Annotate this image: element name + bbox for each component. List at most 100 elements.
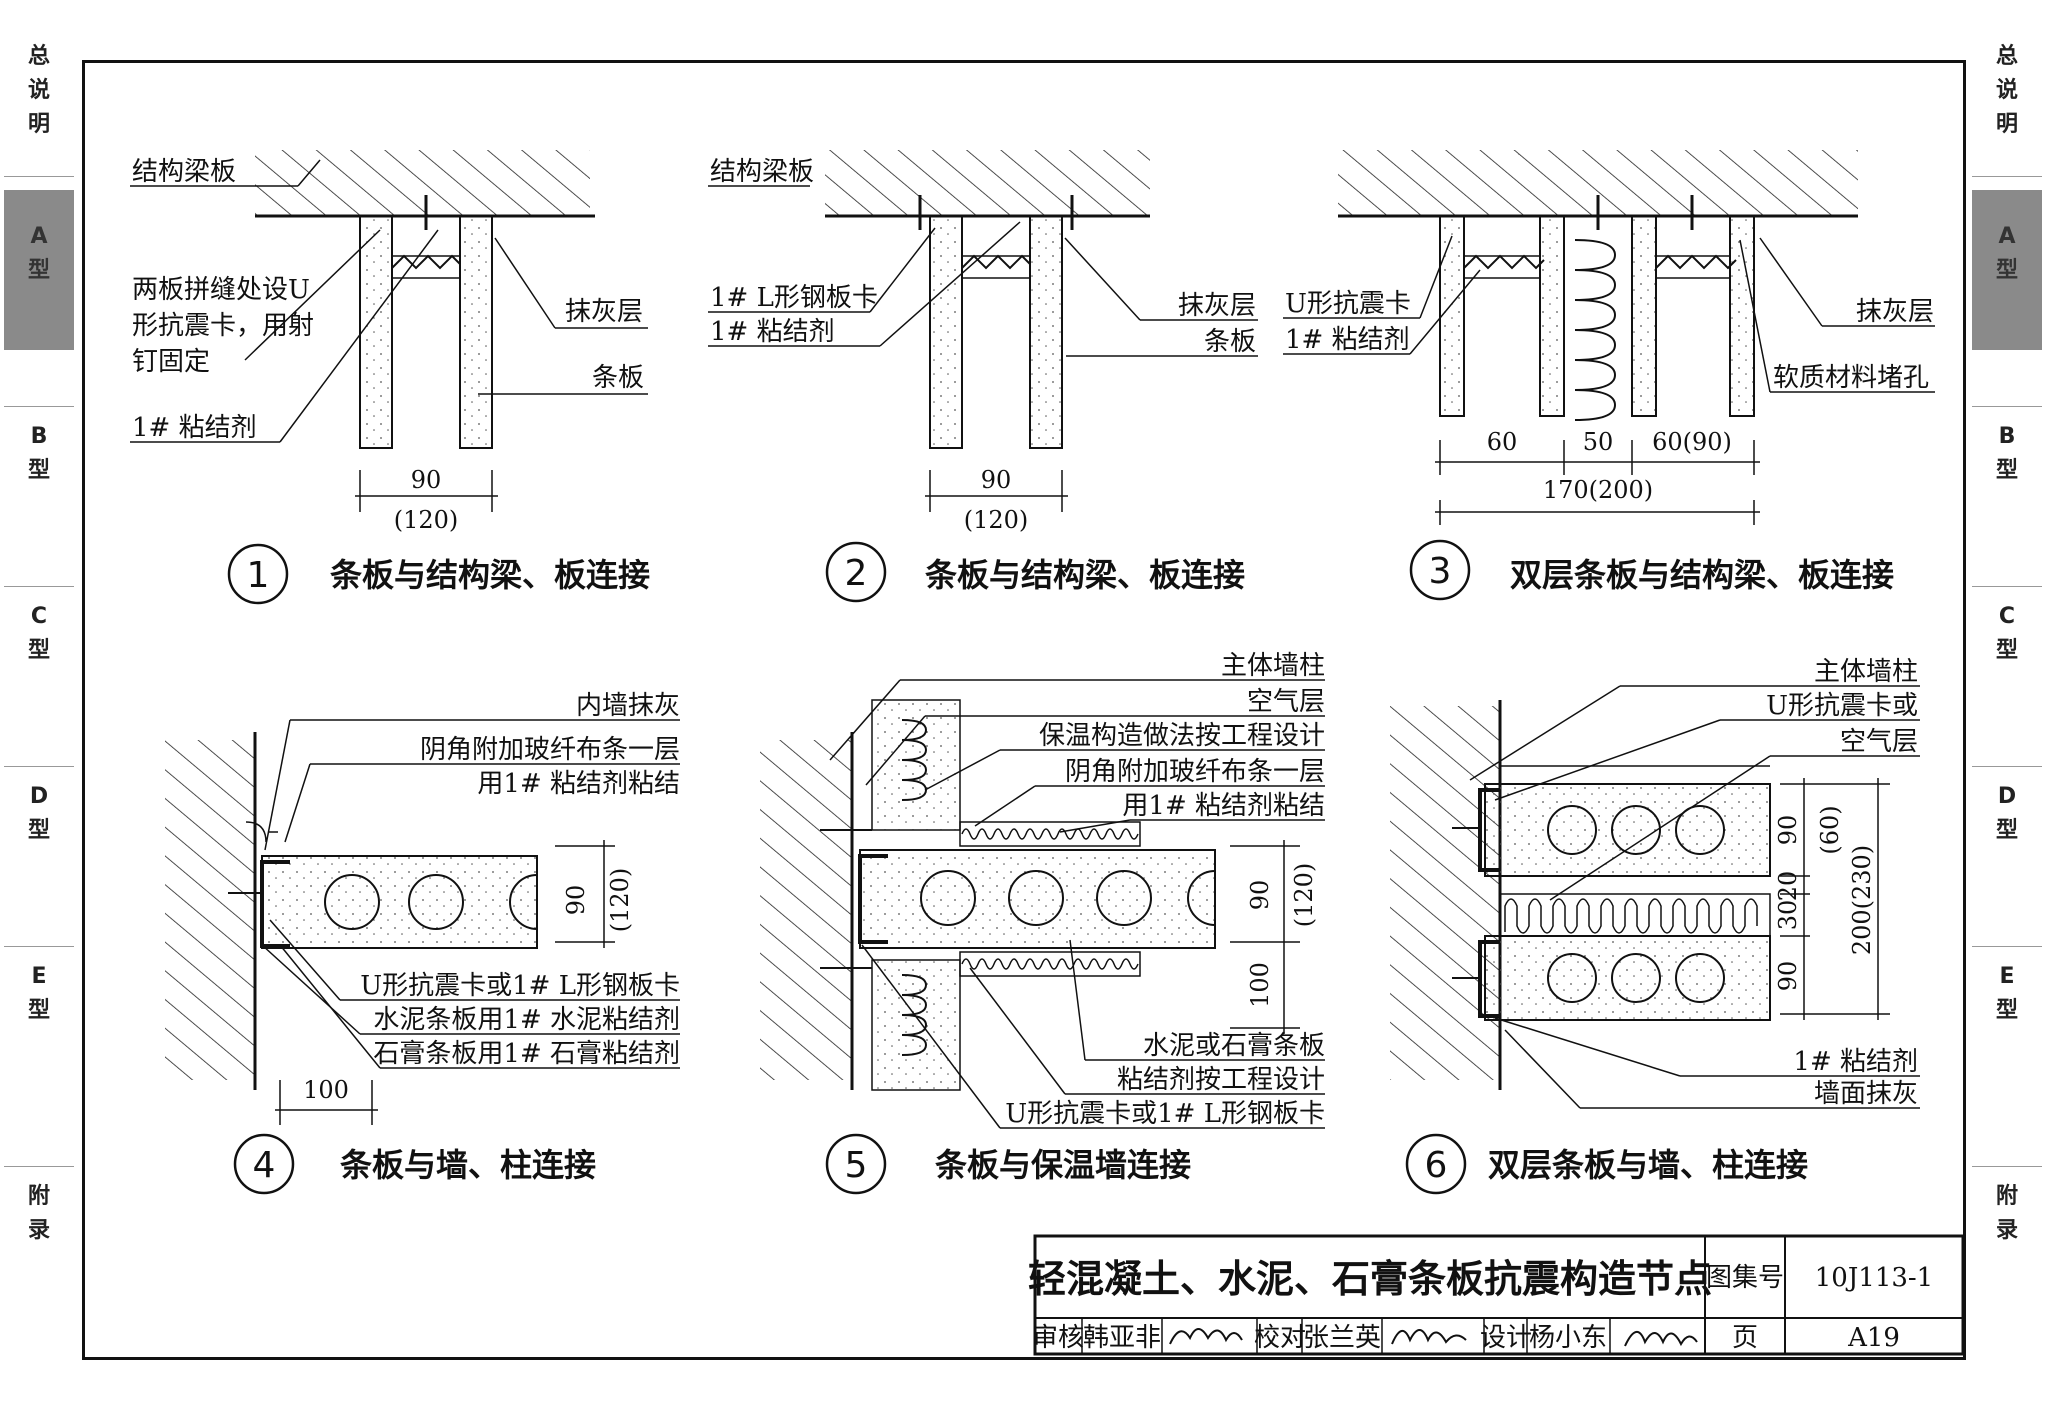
d5-dim-length: 100 [1246, 962, 1274, 1008]
section-tab-char: B [30, 424, 48, 449]
wall-panel-upper [1484, 783, 1771, 877]
d2-label-adhesive: 1# 粘结剂 [710, 317, 835, 347]
d2-number: 2 [845, 553, 868, 594]
review-label: 审核 [1032, 1323, 1084, 1353]
section-tab-char: 型 [27, 998, 50, 1023]
d5-label-6: 水泥或石膏条板 [1143, 1031, 1325, 1061]
d3-caption: 双层条板与结构梁、板连接 [1510, 556, 1894, 594]
d1-dim-width-alt: (120) [394, 506, 459, 534]
d2-number-circle [825, 541, 887, 603]
section-divider [4, 946, 74, 947]
section-tab-char: 录 [27, 1218, 50, 1243]
d5-caption: 条板与保温墙连接 [935, 1146, 1191, 1184]
d6-dim-c: 20 [1774, 871, 1802, 902]
section-tab-char: E [31, 964, 47, 989]
d3-label-soft: 软质材料堵孔 [1773, 363, 1929, 393]
d5-number: 5 [845, 1145, 868, 1186]
d5-label-7: 粘结剂按工程设计 [1117, 1065, 1325, 1095]
d6-dim-total: 200(230) [1848, 845, 1876, 955]
section-tab-char: 附 [27, 1184, 50, 1209]
section-tab-char: 录 [1995, 1218, 2018, 1243]
d3-dim-c: 60(90) [1652, 428, 1732, 456]
detail-4: 内墙抹灰 阴角附加玻纤布条一层 用1# 粘结剂粘结 U形抗震卡或1# L形钢板卡… [165, 691, 680, 1195]
page-no: A19 [1847, 1323, 1900, 1353]
d3-label-clip: U形抗震卡 [1285, 289, 1411, 319]
wall-panel-lower [1484, 935, 1771, 1021]
section-tab-general: 总说明 [4, 40, 74, 150]
section-tab-char: D [29, 784, 49, 809]
section-tab-char: A [1998, 224, 2016, 249]
section-tab-char: 型 [1995, 818, 2018, 843]
section-divider [1972, 1166, 2042, 1167]
d4-dim-width: 90 [562, 885, 590, 916]
section-tab-char: 明 [1995, 112, 2018, 137]
section-tab-char: E [1999, 964, 2015, 989]
d6-dim-a: 90 [1774, 815, 1802, 846]
d1-label-beam: 结构梁板 [132, 157, 236, 187]
section-tab-general: 总说明 [1972, 40, 2042, 150]
section-tab-char: 明 [27, 112, 50, 137]
wall-panel-right [1029, 215, 1063, 449]
section-tab-char: 型 [1995, 998, 2018, 1023]
section-tab-appendix: 附录 [4, 1180, 74, 1290]
d4-label-3: 用1# 粘结剂粘结 [477, 769, 680, 799]
section-tab-char: 总 [27, 44, 50, 69]
section-tab-char: 总 [1995, 44, 2018, 69]
section-tab-char: 型 [27, 638, 50, 663]
d1-label-note3: 钉固定 [132, 347, 210, 377]
section-tab-char: 附 [1995, 1184, 2018, 1209]
d4-label-2: 阴角附加玻纤布条一层 [420, 735, 680, 765]
section-divider [4, 176, 74, 177]
designer-name: 杨小东 [1529, 1323, 1607, 1353]
d6-dim-d: 90 [1774, 961, 1802, 992]
atlas-no-label: 图集号 [1706, 1263, 1784, 1293]
section-tab-char: B [1998, 424, 2016, 449]
d1-label-plaster: 抹灰层 [565, 297, 643, 327]
page-label: 页 [1732, 1323, 1758, 1353]
d3-label-adhesive: 1# 粘结剂 [1285, 325, 1410, 355]
section-tab-char: C [1998, 604, 2016, 629]
d3-number: 3 [1429, 551, 1452, 592]
section-tab-char: 型 [27, 258, 50, 283]
wall-panel-left [359, 215, 393, 449]
d5-dim-width: 90 [1246, 880, 1274, 911]
title-block-title: 轻混凝土、水泥、石膏条板抗震构造节点 [1028, 1257, 1712, 1301]
section-divider [1972, 586, 2042, 587]
checker-signature [1391, 1329, 1467, 1345]
wall-panel-right [459, 215, 493, 449]
d4-label-1: 内墙抹灰 [576, 691, 680, 721]
section-divider [4, 406, 74, 407]
d2-label-plaster: 抹灰层 [1178, 291, 1256, 321]
d6-dim-a-alt: (60) [1816, 805, 1844, 854]
section-tab-char: 型 [1995, 458, 2018, 483]
checker-name: 张兰英 [1303, 1323, 1381, 1353]
d2-caption: 条板与结构梁、板连接 [925, 556, 1245, 594]
reviewer-name: 韩亚非 [1083, 1323, 1161, 1353]
d1-label-note1: 两板拼缝处设U [132, 275, 310, 305]
detail-1: 结构梁板 两板拼缝处设U 形抗震卡，用射 钉固定 1# 粘结剂 抹灰层 条板 9… [130, 150, 650, 605]
section-divider [1972, 766, 2042, 767]
structural-slab [825, 150, 1150, 216]
d4-label-6: 石膏条板用1# 石膏粘结剂 [373, 1039, 680, 1069]
d6-label-2: U形抗震卡或 [1766, 691, 1918, 721]
concrete-wall [760, 740, 852, 1080]
wall-panel-left [929, 215, 963, 449]
d1-number: 1 [247, 555, 270, 596]
d4-number-circle [233, 1133, 295, 1195]
section-divider [1972, 176, 2042, 177]
d3-dim-b: 50 [1583, 428, 1614, 456]
section-divider [4, 586, 74, 587]
d4-label-5: 水泥条板用1# 水泥粘结剂 [373, 1005, 680, 1035]
d1-label-note2: 形抗震卡，用射 [132, 311, 314, 341]
d4-number: 4 [253, 1145, 276, 1186]
d5-label-8: U形抗震卡或1# L形钢板卡 [1005, 1099, 1325, 1129]
concrete-wall [165, 740, 255, 1080]
d1-number-circle [227, 543, 289, 605]
title-block: 轻混凝土、水泥、石膏条板抗震构造节点 图集号 10J113-1 审核 韩亚非 校… [1028, 1234, 1965, 1356]
